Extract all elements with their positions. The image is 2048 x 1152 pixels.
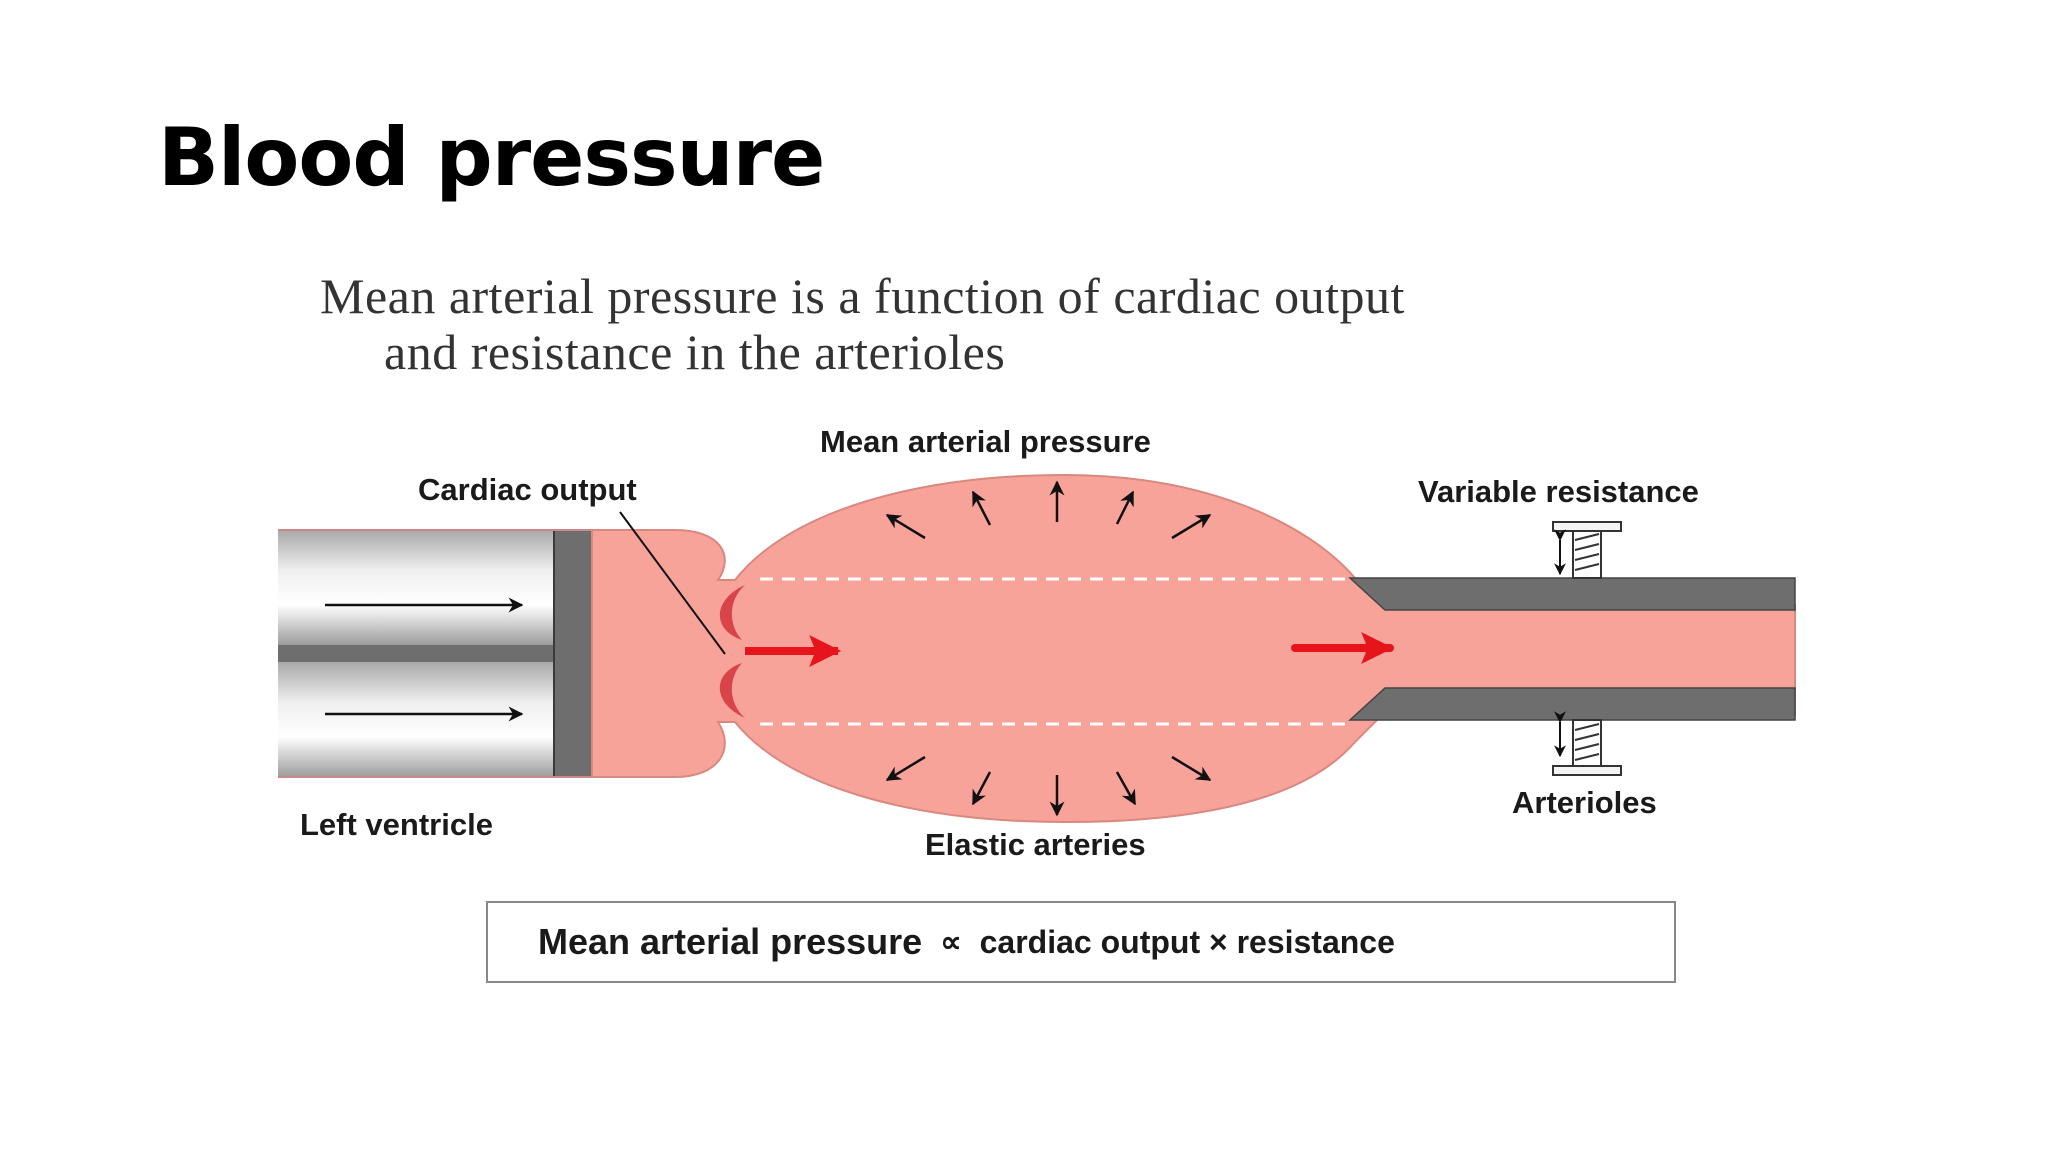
pressure-arrow [971, 771, 992, 806]
valve-leaflet-upper [719, 585, 745, 640]
screw-cap-upper [1552, 521, 1622, 532]
piston-rod [278, 645, 558, 662]
piston-chamber-lower [278, 662, 558, 777]
caption-line-2: and resistance in the arterioles [384, 324, 1006, 380]
label-mean-arterial-pressure: Mean arterial pressure [820, 424, 1151, 459]
label-variable-resistance: Variable resistance [1418, 474, 1699, 509]
left-ventricle-pump [278, 529, 593, 778]
pressure-arrow [885, 513, 926, 540]
proportional-symbol: ∝ [940, 925, 962, 959]
pressure-arrow [1115, 771, 1137, 806]
pressure-arrow [1115, 490, 1135, 525]
blood-reservoir [591, 473, 1796, 824]
pressure-arrows-bottom [885, 755, 1212, 817]
formula-left: Mean arterial pressure [538, 921, 923, 962]
pressure-arrows-top [885, 480, 1212, 540]
label-elastic-arteries: Elastic arteries [925, 827, 1146, 862]
screw-thread-lower [1574, 723, 1600, 761]
label-arterioles: Arterioles [1512, 785, 1657, 820]
formula-right: cardiac output × resistance [979, 923, 1395, 960]
slide-title: Blood pressure [158, 111, 825, 204]
piston-plate [553, 529, 593, 778]
label-cardiac-output: Cardiac output [418, 472, 637, 507]
pressure-arrow [885, 755, 926, 782]
piston-chamber-upper [278, 530, 558, 645]
caption-line-1: Mean arterial pressure is a function of … [320, 268, 1405, 324]
diagram-caption: Mean arterial pressure is a function of … [320, 268, 1405, 380]
formula-box: Mean arterial pressure ∝ cardiac output … [486, 901, 1676, 983]
pressure-arrow [971, 490, 992, 526]
valve-leaflet-lower [719, 663, 745, 718]
arteriole-wall-upper [1348, 577, 1796, 611]
cardiac-output-leader-line [619, 511, 726, 655]
arteriole-wall-lower [1348, 687, 1796, 721]
screw-cap-lower [1552, 765, 1622, 776]
pressure-arrow [1171, 755, 1212, 782]
resistance-screw-lower [1552, 711, 1622, 776]
arteriole-walls [1348, 577, 1796, 721]
pressure-arrow [1171, 513, 1212, 540]
screw-thread-upper [1574, 533, 1600, 571]
label-left-ventricle: Left ventricle [300, 807, 493, 842]
resistance-screw-upper [1552, 521, 1622, 579]
